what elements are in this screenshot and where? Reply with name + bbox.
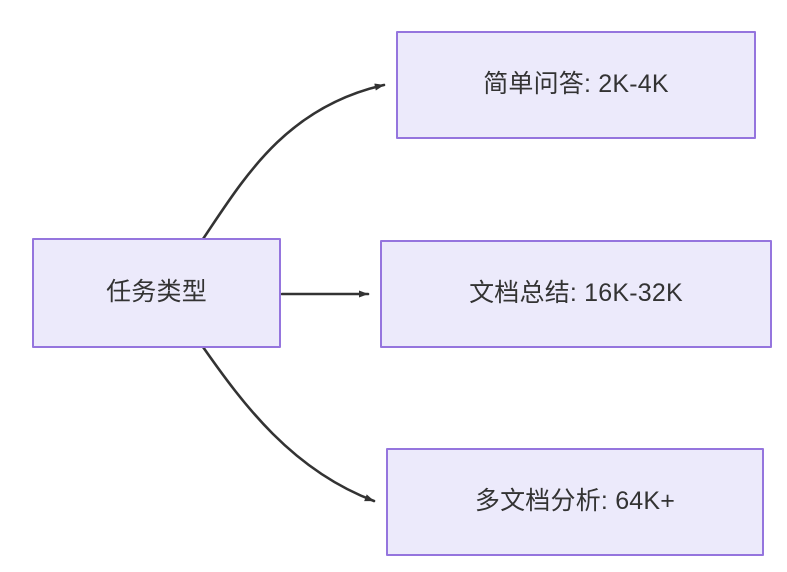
node-root-task-type[interactable]: 任务类型 bbox=[32, 238, 281, 348]
node-label: 多文档分析: 64K+ bbox=[474, 487, 676, 516]
node-label: 任务类型 bbox=[106, 278, 207, 307]
node-multi-document-analysis[interactable]: 多文档分析: 64K+ bbox=[386, 448, 764, 556]
node-document-summary[interactable]: 文档总结: 16K-32K bbox=[380, 240, 772, 348]
node-label: 简单问答: 2K-4K bbox=[483, 70, 669, 99]
node-label: 文档总结: 16K-32K bbox=[469, 279, 683, 308]
edge-root-task-1 bbox=[201, 83, 386, 241]
edge-root-task-3 bbox=[201, 345, 376, 503]
node-simple-qa[interactable]: 简单问答: 2K-4K bbox=[396, 31, 756, 139]
